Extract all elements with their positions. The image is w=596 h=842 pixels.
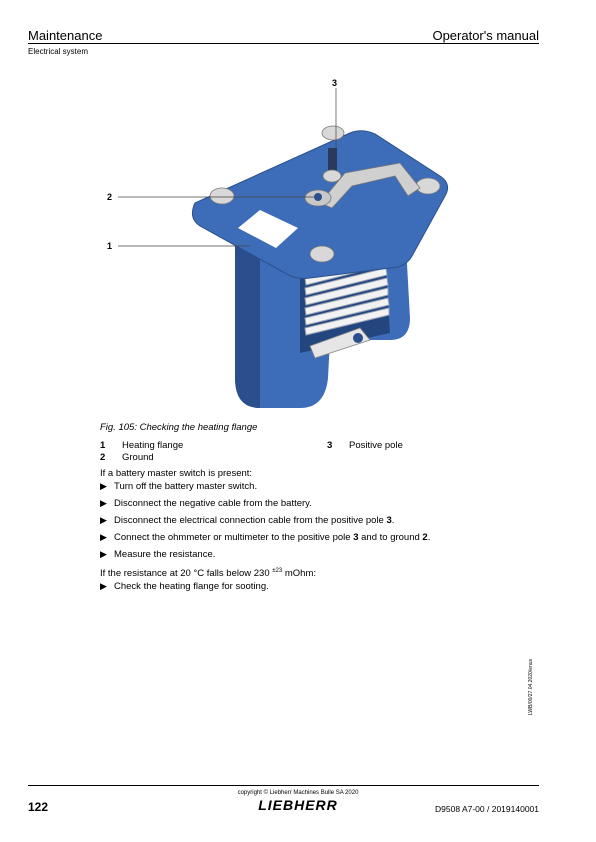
heating-flange-figure: 3 2 1 xyxy=(100,78,460,418)
condition-text: If the resistance at 20 °C falls below 2… xyxy=(100,568,317,580)
instruction-step: ▶Disconnect the negative cable from the … xyxy=(100,498,312,509)
liebherr-logo: LIEBHERR xyxy=(258,797,338,813)
positive-pole-nut xyxy=(322,169,342,183)
header-subsection: Electrical system xyxy=(28,47,89,56)
step-arrow-icon: ▶ xyxy=(100,498,107,508)
instruction-step: ▶Connect the ohmmeter or multimeter to t… xyxy=(100,532,431,543)
callout-2: 2 xyxy=(107,192,113,202)
inner-screw xyxy=(353,333,363,343)
condition-text: If a battery master switch is present: xyxy=(100,468,253,479)
positive-pole-stud xyxy=(328,148,337,173)
label-plate xyxy=(238,210,298,248)
header-manual-title: Operator's manual xyxy=(432,28,539,43)
footer-copyright: copyright © Liebherr Machines Bulle SA 2… xyxy=(237,790,359,796)
ground-bracket xyxy=(319,162,421,209)
callout-3: 3 xyxy=(332,78,338,88)
header-rule xyxy=(28,43,539,44)
instruction-step: ▶Check the heating flange for sooting. xyxy=(100,581,269,593)
step-arrow-icon: ▶ xyxy=(100,532,107,542)
header-section: Maintenance xyxy=(28,28,103,43)
bolts xyxy=(209,125,441,263)
figure-caption: Fig. 105: Checking the heating flange xyxy=(100,422,258,433)
document-side-code: LWB/00/27.04.2020/enus xyxy=(528,658,534,715)
instruction-step: ▶Disconnect the electrical connection ca… xyxy=(100,515,395,526)
housing-shadow xyxy=(235,238,260,408)
callout-1: 1 xyxy=(107,241,113,251)
document-number: D9508 A7-00 / 2019140001 xyxy=(435,804,539,814)
step-arrow-icon: ▶ xyxy=(100,515,107,525)
instruction-step: ▶Turn off the battery master switch. xyxy=(100,481,258,492)
step-arrow-icon: ▶ xyxy=(100,481,107,491)
footer-rule xyxy=(28,785,539,786)
step-arrow-icon: ▶ xyxy=(100,549,107,559)
page-number: 122 xyxy=(28,800,49,814)
instructions: If a battery master switch is present: ▶… xyxy=(100,468,520,593)
instruction-step: ▶Measure the resistance. xyxy=(100,549,216,560)
step-arrow-icon: ▶ xyxy=(100,581,107,592)
heating-flange-illustration xyxy=(118,88,449,408)
